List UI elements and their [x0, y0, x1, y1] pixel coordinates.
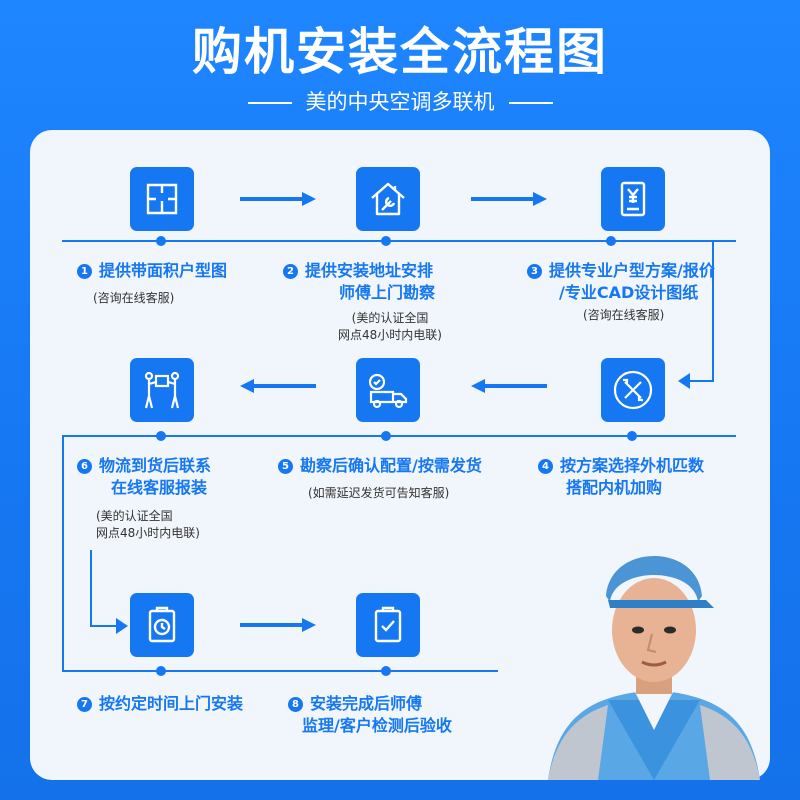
handover-icon: [130, 358, 194, 422]
step-6-number: 6: [77, 459, 92, 474]
connector-dot: [156, 236, 166, 246]
connector-line-left: [62, 435, 64, 670]
step-1-number: 1: [77, 264, 92, 279]
connector-line-row2: [62, 435, 736, 437]
connector-dot: [381, 236, 391, 246]
clock-clipboard-icon: [130, 593, 194, 657]
connector-line-row3: [62, 670, 498, 672]
house-wrench-icon: [356, 167, 420, 231]
arrow-left-icon: [240, 379, 316, 393]
connector-line-down-step7: [90, 550, 92, 627]
arrow-head-step4: [678, 373, 690, 389]
arrow-right-icon: [240, 192, 316, 206]
technician-photo: [548, 556, 760, 780]
step-5-number: 5: [278, 459, 293, 474]
floor-plan-icon: [130, 167, 194, 231]
connector-dot: [156, 431, 166, 441]
connector-dot: [156, 666, 166, 676]
subtitle-text: 美的中央空调多联机: [305, 90, 495, 114]
connector-line-right: [712, 240, 714, 380]
divider-left: [247, 102, 292, 104]
page-subtitle: 美的中央空调多联机: [0, 88, 800, 116]
checklist-icon: [356, 593, 420, 657]
tools-icon: [601, 358, 665, 422]
arrow-right-icon: [240, 618, 316, 632]
step-2-note: (美的认证全国网点48小时内电联): [338, 311, 442, 342]
step-3-number: 3: [527, 264, 542, 279]
step-3-note: (咨询在线客服): [583, 308, 665, 322]
step-6-note: (美的认证全国网点48小时内电联): [96, 509, 200, 540]
connector-dot: [606, 236, 616, 246]
arrow-head-step7: [116, 618, 128, 634]
page-title: 购机安装全流程图: [192, 23, 608, 81]
connector-dot: [381, 431, 391, 441]
connector-line-row1: [62, 240, 736, 242]
arrow-right-icon: [471, 192, 547, 206]
connector-dot: [627, 431, 637, 441]
divider-right: [508, 102, 553, 104]
connector-dot: [381, 666, 391, 676]
step-7-number: 7: [77, 697, 92, 712]
step-4-number: 4: [538, 459, 553, 474]
connector-line-to-step4: [684, 380, 714, 382]
step-1-note: (咨询在线客服): [93, 291, 175, 305]
delivery-truck-icon: [356, 358, 420, 422]
quote-document-icon: [601, 167, 665, 231]
step-8-number: 8: [288, 697, 303, 712]
step-2-number: 2: [283, 264, 298, 279]
connector-line-to-step7: [90, 625, 118, 627]
step-5-note: (如需延迟发货可告知客服): [308, 486, 450, 500]
arrow-left-icon: [471, 379, 547, 393]
